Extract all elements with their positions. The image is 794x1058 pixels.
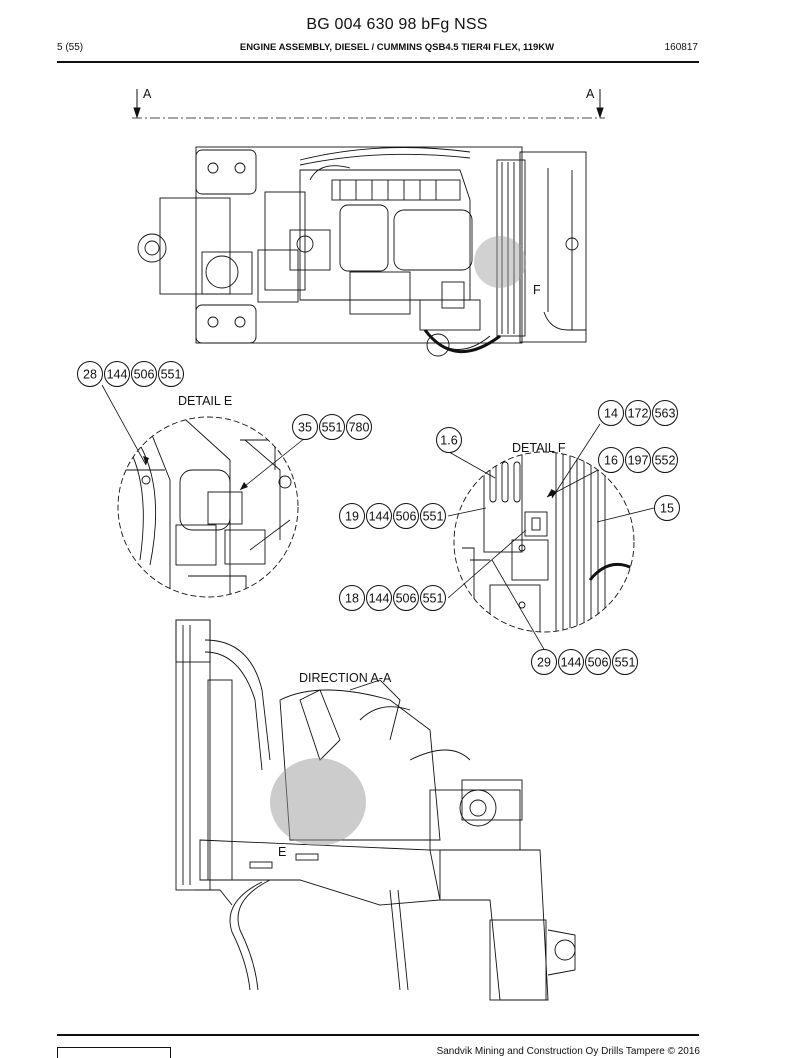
callout-number: 29 [537,656,551,670]
detail-e-label: DETAIL E [178,394,232,408]
callout-number: 16 [604,454,618,468]
callout-number: 28 [83,368,97,382]
callout-bubble [625,447,651,473]
callout-number: 551 [161,368,182,382]
callout-c29: 29 144 506 551 [531,649,638,675]
callout-number: 506 [396,592,417,606]
callout-bubble [319,414,345,440]
callout-bubble [598,447,624,473]
callout-number: 506 [396,510,417,524]
callout-c28: 28 144 506 551 [77,361,184,387]
callout-number: 15 [660,502,674,516]
callout-bubble [292,414,318,440]
callout-bubble [558,649,584,675]
callout-bubble [131,361,157,387]
callout-bubble [104,361,130,387]
callout-c19: 19 144 506 551 [339,503,446,529]
callout-number: 506 [134,368,155,382]
sheet-title: ENGINE ASSEMBLY, DIESEL / CUMMINS QSB4.5… [239,42,555,53]
date-code: 160817 [664,42,698,53]
callout-number: 19 [345,510,359,524]
callout-number: 18 [345,592,359,606]
callout-bubble [339,503,365,529]
callout-number: 551 [423,510,444,524]
callout-bubble [652,447,678,473]
callout-bubble [393,585,419,611]
section-label-a-left: A [143,87,152,101]
section-line-a-a [132,89,605,119]
detail-e-circle [117,416,299,598]
leader-arrowheads [143,456,557,498]
footer-copyright: Sandvik Mining and Construction Oy Drill… [436,1046,700,1057]
detail-e-highlight [270,758,366,846]
callout-number: 14 [604,407,618,421]
callout-number: 144 [369,510,390,524]
section-label-a-right: A [586,87,595,101]
callout-number: 144 [369,592,390,606]
callout-number: 144 [561,656,582,670]
callout-bubble [625,400,651,426]
callout-bubble [158,361,184,387]
detail-f-highlight [474,236,526,288]
marker-e: E [278,845,286,859]
callout-number: 551 [423,592,444,606]
callout-c15: 15 [654,495,680,521]
callout-number: 780 [349,421,370,435]
engine-top-view [137,146,587,357]
callout-number: 563 [655,407,676,421]
detail-f-label: DETAIL F [512,441,566,455]
callout-number: 197 [628,454,649,468]
callout-number: 506 [588,656,609,670]
callout-number: 551 [615,656,636,670]
callout-number: 144 [107,368,128,382]
callout-bubble [339,585,365,611]
callout-c1_6: 1.6 [436,427,462,453]
callout-c18: 18 144 506 551 [339,585,446,611]
callout-bubble [77,361,103,387]
direction-a-a-label: DIRECTION A-A [299,671,392,685]
callout-c35: 35 551 780 [292,414,372,440]
callout-bubbles: 28 144 506 551 35 551 780 1.6 14 172 563 16 197 552 15… [77,361,680,675]
callout-number: 1.6 [440,434,457,448]
page-number: 5 (55) [57,42,84,53]
callout-bubble [366,585,392,611]
callout-bubble [598,400,624,426]
callout-bubble [420,585,446,611]
callout-number: 552 [655,454,676,468]
callout-bubble [612,649,638,675]
callout-c16: 16 197 552 [598,447,678,473]
callout-number: 35 [298,421,312,435]
callout-bubble [652,400,678,426]
marker-f: F [533,283,541,297]
callout-bubble [585,649,611,675]
callout-c14: 14 172 563 [598,400,678,426]
callout-bubble [420,503,446,529]
callout-bubble [531,649,557,675]
callout-number: 172 [628,407,649,421]
callout-bubble [436,427,462,453]
engine-side-view [175,619,576,1001]
callout-bubble [393,503,419,529]
callout-bubble [366,503,392,529]
document-title: BG 004 630 98 bFg NSS [306,16,488,33]
footer-rule [57,1034,699,1036]
header-rule [57,61,699,63]
leader-lines [101,384,655,652]
callout-bubble [654,495,680,521]
callout-bubble [346,414,372,440]
detail-f-circle [453,451,635,633]
callout-number: 551 [322,421,343,435]
